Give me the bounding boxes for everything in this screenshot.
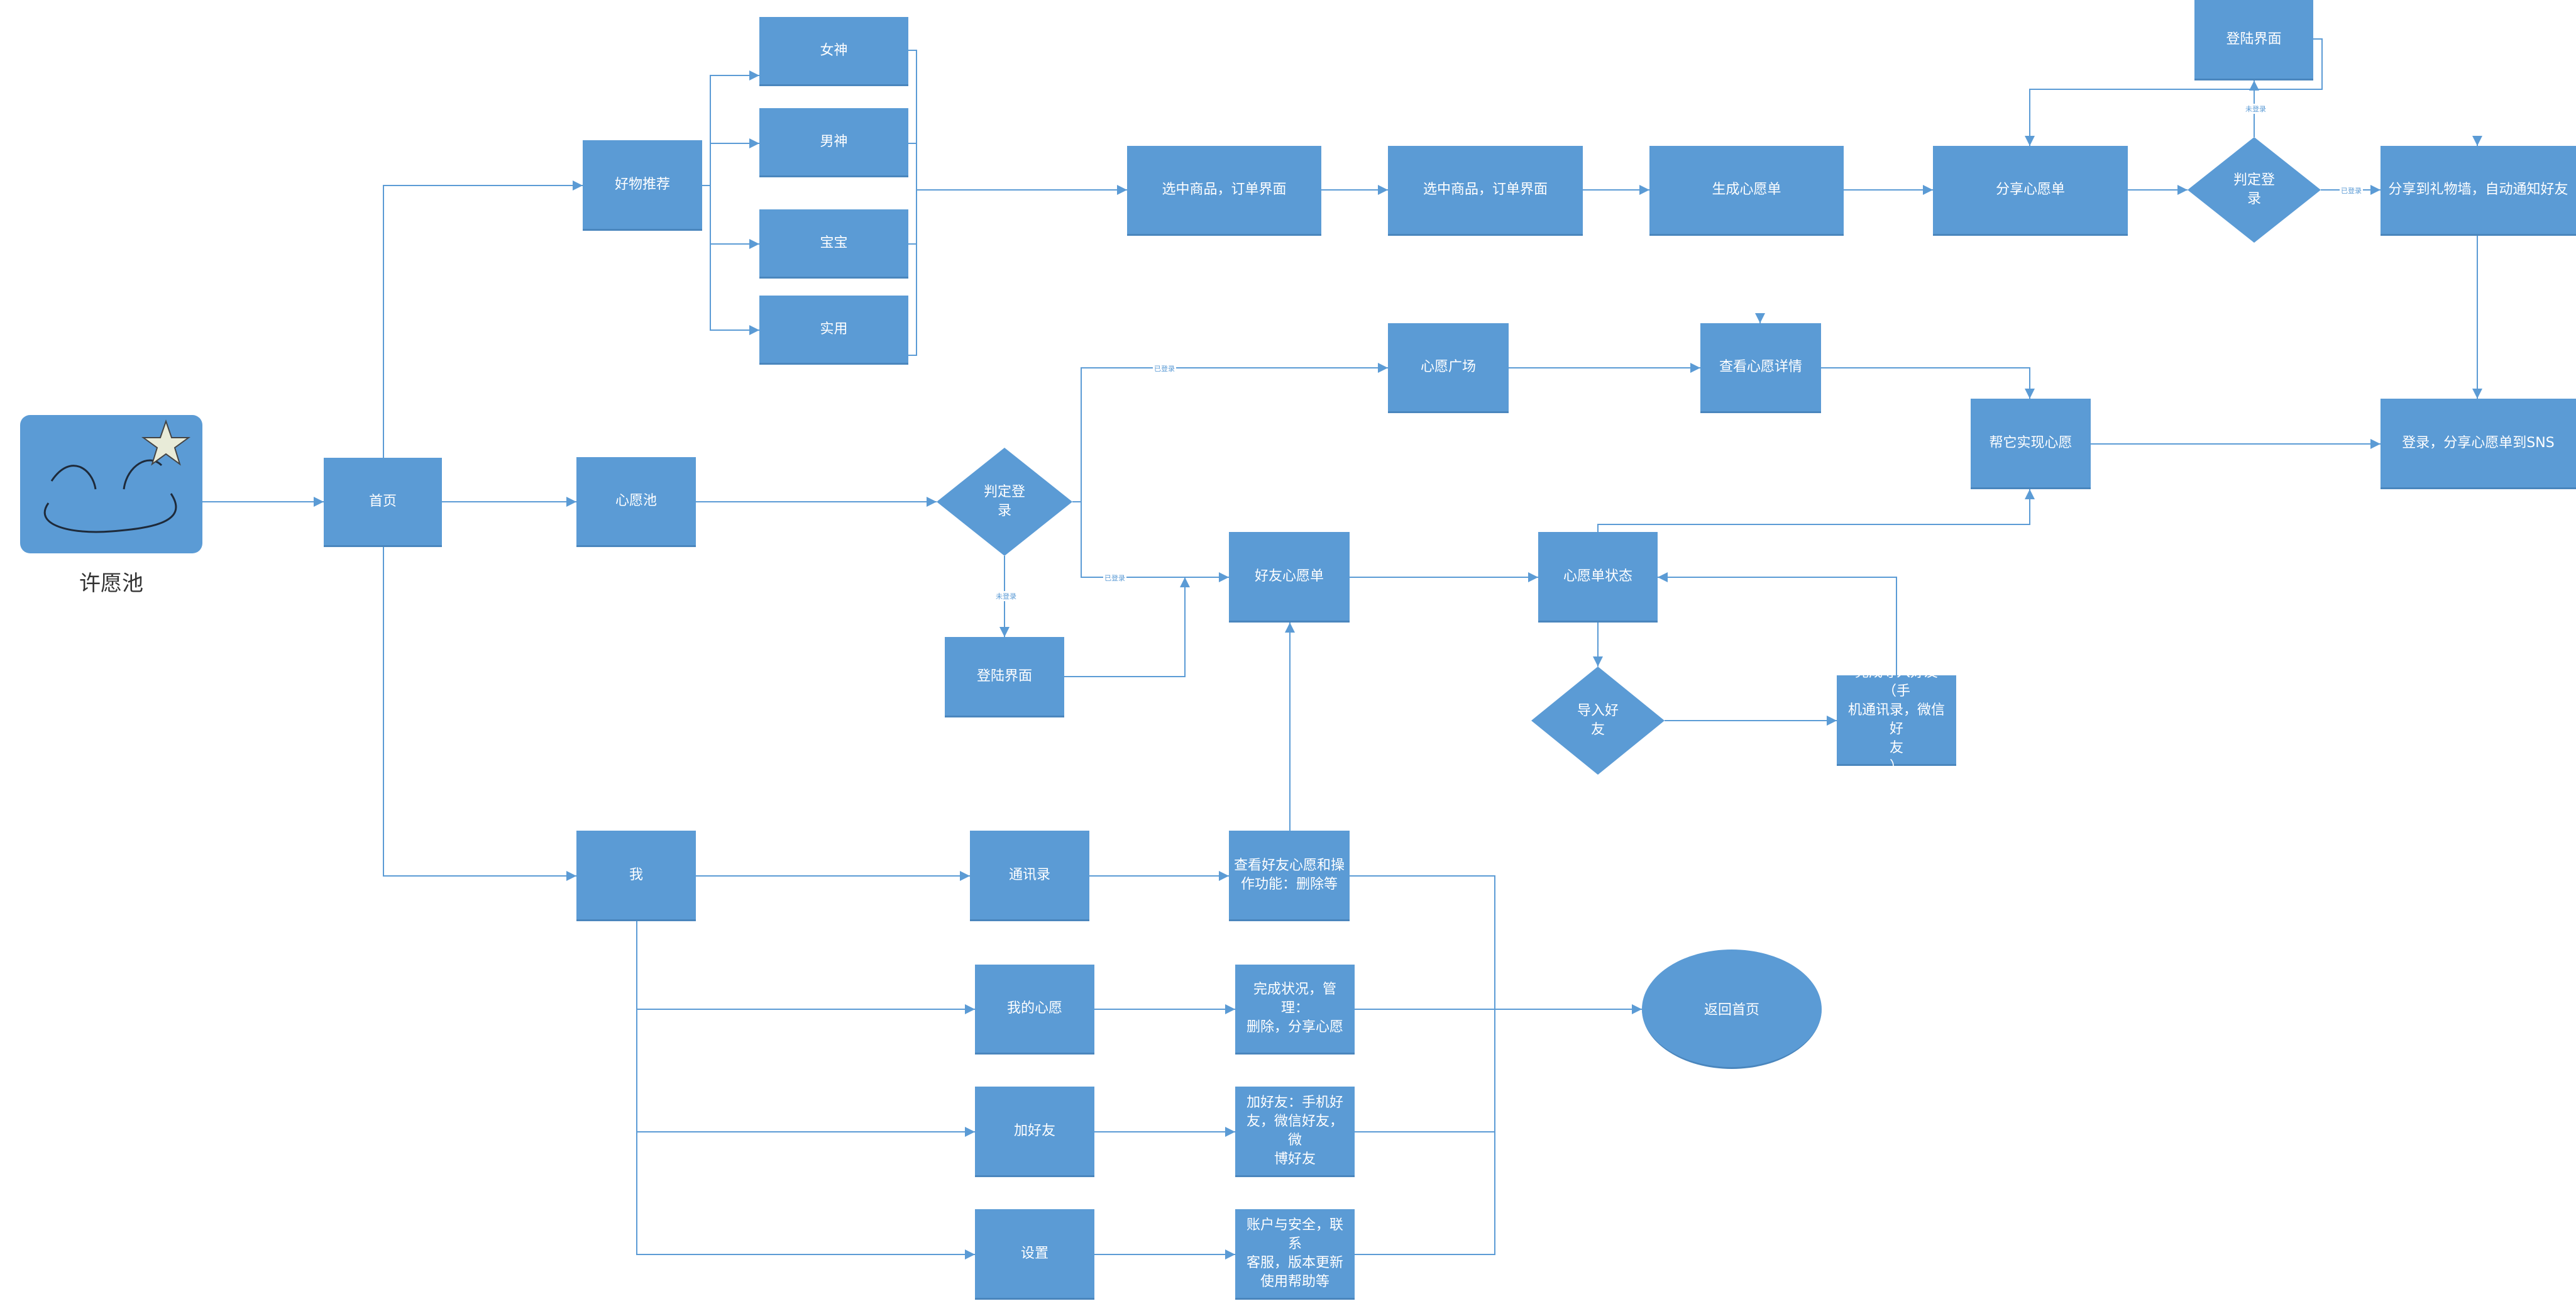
- node-my-wish-label: 我的心愿: [1006, 1000, 1062, 1016]
- node-add-friend-detail-label: 加好友：手机好 友，微信好友，微 博好友: [1246, 1094, 1343, 1167]
- edge-detail-help: [1821, 367, 2035, 399]
- node-settings-detail-label: 账户与安全，联系 客服，版本更新 使用帮助等: [1246, 1217, 1343, 1290]
- edge-me-addfriend: [636, 1009, 975, 1137]
- node-view-friends[interactable]: 查看好友心愿和操 作功能：删除等: [1229, 831, 1350, 921]
- diamond-shape: [2188, 137, 2321, 243]
- node-male[interactable]: 男神: [759, 108, 908, 177]
- edge-status-help: [1597, 489, 2035, 532]
- edge-recommend-goddess: [702, 70, 759, 186]
- node-import-done-label: 完成导入好友（手 机通讯录，微信好 友 ）: [1847, 664, 1945, 775]
- node-practical-label: 实用: [820, 321, 848, 337]
- node-add-friend[interactable]: 加好友: [975, 1087, 1094, 1177]
- node-giftwall-label: 分享到礼物墙，自动通知好友: [2388, 182, 2568, 197]
- edge-label-not-logged-mid: 未登录: [994, 591, 1018, 601]
- node-goddess-label: 女神: [820, 42, 848, 58]
- edge-categories-merge: [908, 50, 917, 356]
- node-friend-wishlist-label: 好友心愿单: [1254, 568, 1324, 584]
- node-giftwall[interactable]: 分享到礼物墙，自动通知好友: [2381, 146, 2576, 236]
- diamond-shape: [937, 448, 1072, 556]
- node-settings-label: 设置: [1020, 1245, 1049, 1261]
- node-help-fulfill[interactable]: 帮它实现心愿: [1971, 399, 2091, 489]
- node-add-friend-detail[interactable]: 加好友：手机好 友，微信好友，微 博好友: [1235, 1087, 1355, 1177]
- decision-import-friends-label: 导入好 友: [1577, 703, 1619, 738]
- node-generate-wishlist-label: 生成心愿单: [1712, 182, 1781, 197]
- node-recommend-label: 好物推荐: [614, 176, 670, 192]
- node-login-mid-label: 登陆界面: [976, 668, 1032, 684]
- node-settings-detail[interactable]: 账户与安全，联系 客服，版本更新 使用帮助等: [1235, 1209, 1355, 1300]
- decision-login-mid[interactable]: 判定登 录: [937, 448, 1072, 556]
- edge-home-me: [383, 547, 576, 881]
- node-order-1[interactable]: 选中商品，订单界面: [1127, 146, 1321, 236]
- node-import-done[interactable]: 完成导入好友（手 机通讯录，微信好 友 ）: [1837, 665, 1956, 775]
- node-male-label: 男神: [820, 133, 848, 150]
- edge-label-not-logged-top: 未登录: [2244, 104, 2267, 114]
- node-back-home[interactable]: 返回首页: [1642, 949, 1822, 1069]
- edge-judge-friendwish: [1081, 502, 1229, 582]
- node-sns[interactable]: 登录，分享心愿单到SNS: [2381, 399, 2576, 489]
- node-my-wish-detail-label: 完成状况，管理： 删除，分享心愿: [1246, 982, 1343, 1035]
- node-my-wish[interactable]: 我的心愿: [975, 965, 1094, 1055]
- diamond-shape: [1531, 667, 1665, 775]
- node-wishpool[interactable]: 心愿池: [576, 457, 696, 547]
- node-share-wishlist-label: 分享心愿单: [1995, 182, 2065, 197]
- node-recommend[interactable]: 好物推荐: [583, 140, 702, 231]
- node-login-top-label: 登陆界面: [2226, 31, 2282, 47]
- node-wishlist-status[interactable]: 心愿单状态: [1538, 532, 1658, 623]
- node-goddess[interactable]: 女神: [759, 17, 908, 86]
- node-wish-square-label: 心愿广场: [1420, 359, 1476, 375]
- edge-label-logged-in-top: 已登录: [2340, 185, 2363, 196]
- node-login-top[interactable]: 登陆界面: [2194, 0, 2313, 80]
- decision-login-top-label: 判定登 录: [2233, 172, 2275, 207]
- node-order-2-label: 选中商品，订单界面: [1423, 182, 1548, 197]
- node-contacts[interactable]: 通讯录: [970, 831, 1089, 921]
- node-home[interactable]: 首页: [324, 458, 442, 547]
- decision-login-mid-label: 判定登 录: [983, 484, 1025, 519]
- node-sns-label: 登录，分享心愿单到SNS: [2402, 435, 2555, 451]
- node-add-friend-label: 加好友: [1013, 1122, 1055, 1139]
- node-generate-wishlist[interactable]: 生成心愿单: [1649, 146, 1844, 236]
- edge-done-status: [1658, 572, 1897, 675]
- decision-import-friends[interactable]: 导入好 友: [1531, 667, 1665, 775]
- edge-me-settings: [636, 1132, 975, 1259]
- node-back-home-label: 返回首页: [1704, 1002, 1759, 1018]
- edge-label-logged-in-square: 已登录: [1153, 363, 1176, 374]
- node-login-mid[interactable]: 登陆界面: [945, 637, 1064, 717]
- edge-home-recommend: [383, 180, 583, 458]
- node-view-friends-label: 查看好友心愿和操 作功能：删除等: [1234, 857, 1345, 892]
- logo: [20, 415, 202, 553]
- edge-loginmid-friendwish: [1064, 577, 1190, 677]
- node-me[interactable]: 我: [576, 831, 696, 921]
- edge-login-share: [2025, 38, 2323, 146]
- node-share-wishlist[interactable]: 分享心愿单: [1933, 146, 2128, 236]
- edge-recommend-practical: [710, 244, 759, 335]
- node-order-2[interactable]: 选中商品，订单界面: [1388, 146, 1583, 236]
- node-baby[interactable]: 宝宝: [759, 209, 908, 279]
- node-help-fulfill-label: 帮它实现心愿: [1989, 435, 2072, 451]
- edge-details-merge: [1350, 875, 1495, 1255]
- node-me-label: 我: [629, 866, 643, 883]
- node-wishlist-status-label: 心愿单状态: [1563, 568, 1632, 584]
- node-friend-wishlist[interactable]: 好友心愿单: [1229, 532, 1350, 623]
- star-icon: [141, 419, 191, 466]
- decision-login-top[interactable]: 判定登 录: [2188, 137, 2321, 243]
- node-contacts-label: 通讯录: [1008, 866, 1050, 883]
- node-wish-detail[interactable]: 查看心愿详情: [1700, 323, 1821, 413]
- node-baby-label: 宝宝: [820, 235, 848, 251]
- node-practical[interactable]: 实用: [759, 296, 908, 365]
- smile-logo-icon: [43, 419, 191, 533]
- edge-recommend-baby: [710, 185, 759, 249]
- node-home-label: 首页: [368, 493, 397, 509]
- logo-caption: 许愿池: [79, 571, 143, 596]
- edge-me-mywish: [636, 921, 975, 1014]
- node-order-1-label: 选中商品，订单界面: [1162, 182, 1287, 197]
- node-wish-square[interactable]: 心愿广场: [1388, 323, 1509, 413]
- node-settings[interactable]: 设置: [975, 1209, 1094, 1300]
- edge-judge-square: [1072, 363, 1388, 502]
- node-wishpool-label: 心愿池: [615, 493, 657, 509]
- node-wish-detail-label: 查看心愿详情: [1719, 359, 1802, 375]
- node-my-wish-detail[interactable]: 完成状况，管理： 删除，分享心愿: [1235, 965, 1355, 1055]
- edge-label-logged-in-friends: 已登录: [1103, 573, 1126, 583]
